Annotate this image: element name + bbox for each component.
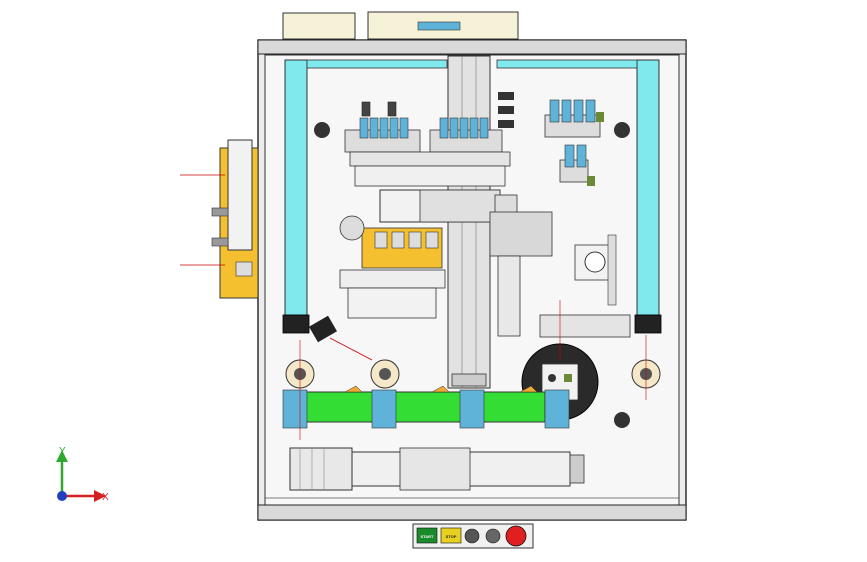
- cyan-side-panels: [282, 59, 662, 334]
- yellow-cylinder-block: [339, 215, 443, 269]
- z-axis-dot: [57, 491, 67, 501]
- centerline-guides: [299, 300, 647, 440]
- stop-button-label: STOP: [446, 534, 457, 539]
- valve-bank-center: [429, 92, 514, 153]
- angled-sensor: [308, 315, 373, 361]
- upper-rail: [349, 151, 518, 223]
- valve-bank-left: [344, 101, 421, 153]
- selector-switch[interactable]: [464, 528, 480, 544]
- control-panel: START STOP: [412, 523, 534, 549]
- mounting-holes: [314, 122, 630, 428]
- valve-bank-right: [544, 99, 604, 186]
- x-axis-label: X: [102, 492, 109, 503]
- reset-switch[interactable]: [485, 528, 501, 544]
- coordinate-triad: Y X: [56, 446, 109, 503]
- emergency-stop-button[interactable]: [505, 525, 527, 547]
- top-mounting-blocks: [282, 11, 519, 40]
- start-button-label: START: [420, 534, 434, 539]
- bottom-linear-module: [289, 447, 585, 491]
- left-slide-assembly: [180, 139, 259, 299]
- start-button[interactable]: [416, 527, 438, 544]
- y-axis-label: Y: [59, 446, 66, 457]
- center-plates: [339, 211, 553, 337]
- stop-button[interactable]: [440, 527, 462, 544]
- clamp-bracket: [539, 234, 631, 338]
- green-conveyor-board: [282, 385, 570, 429]
